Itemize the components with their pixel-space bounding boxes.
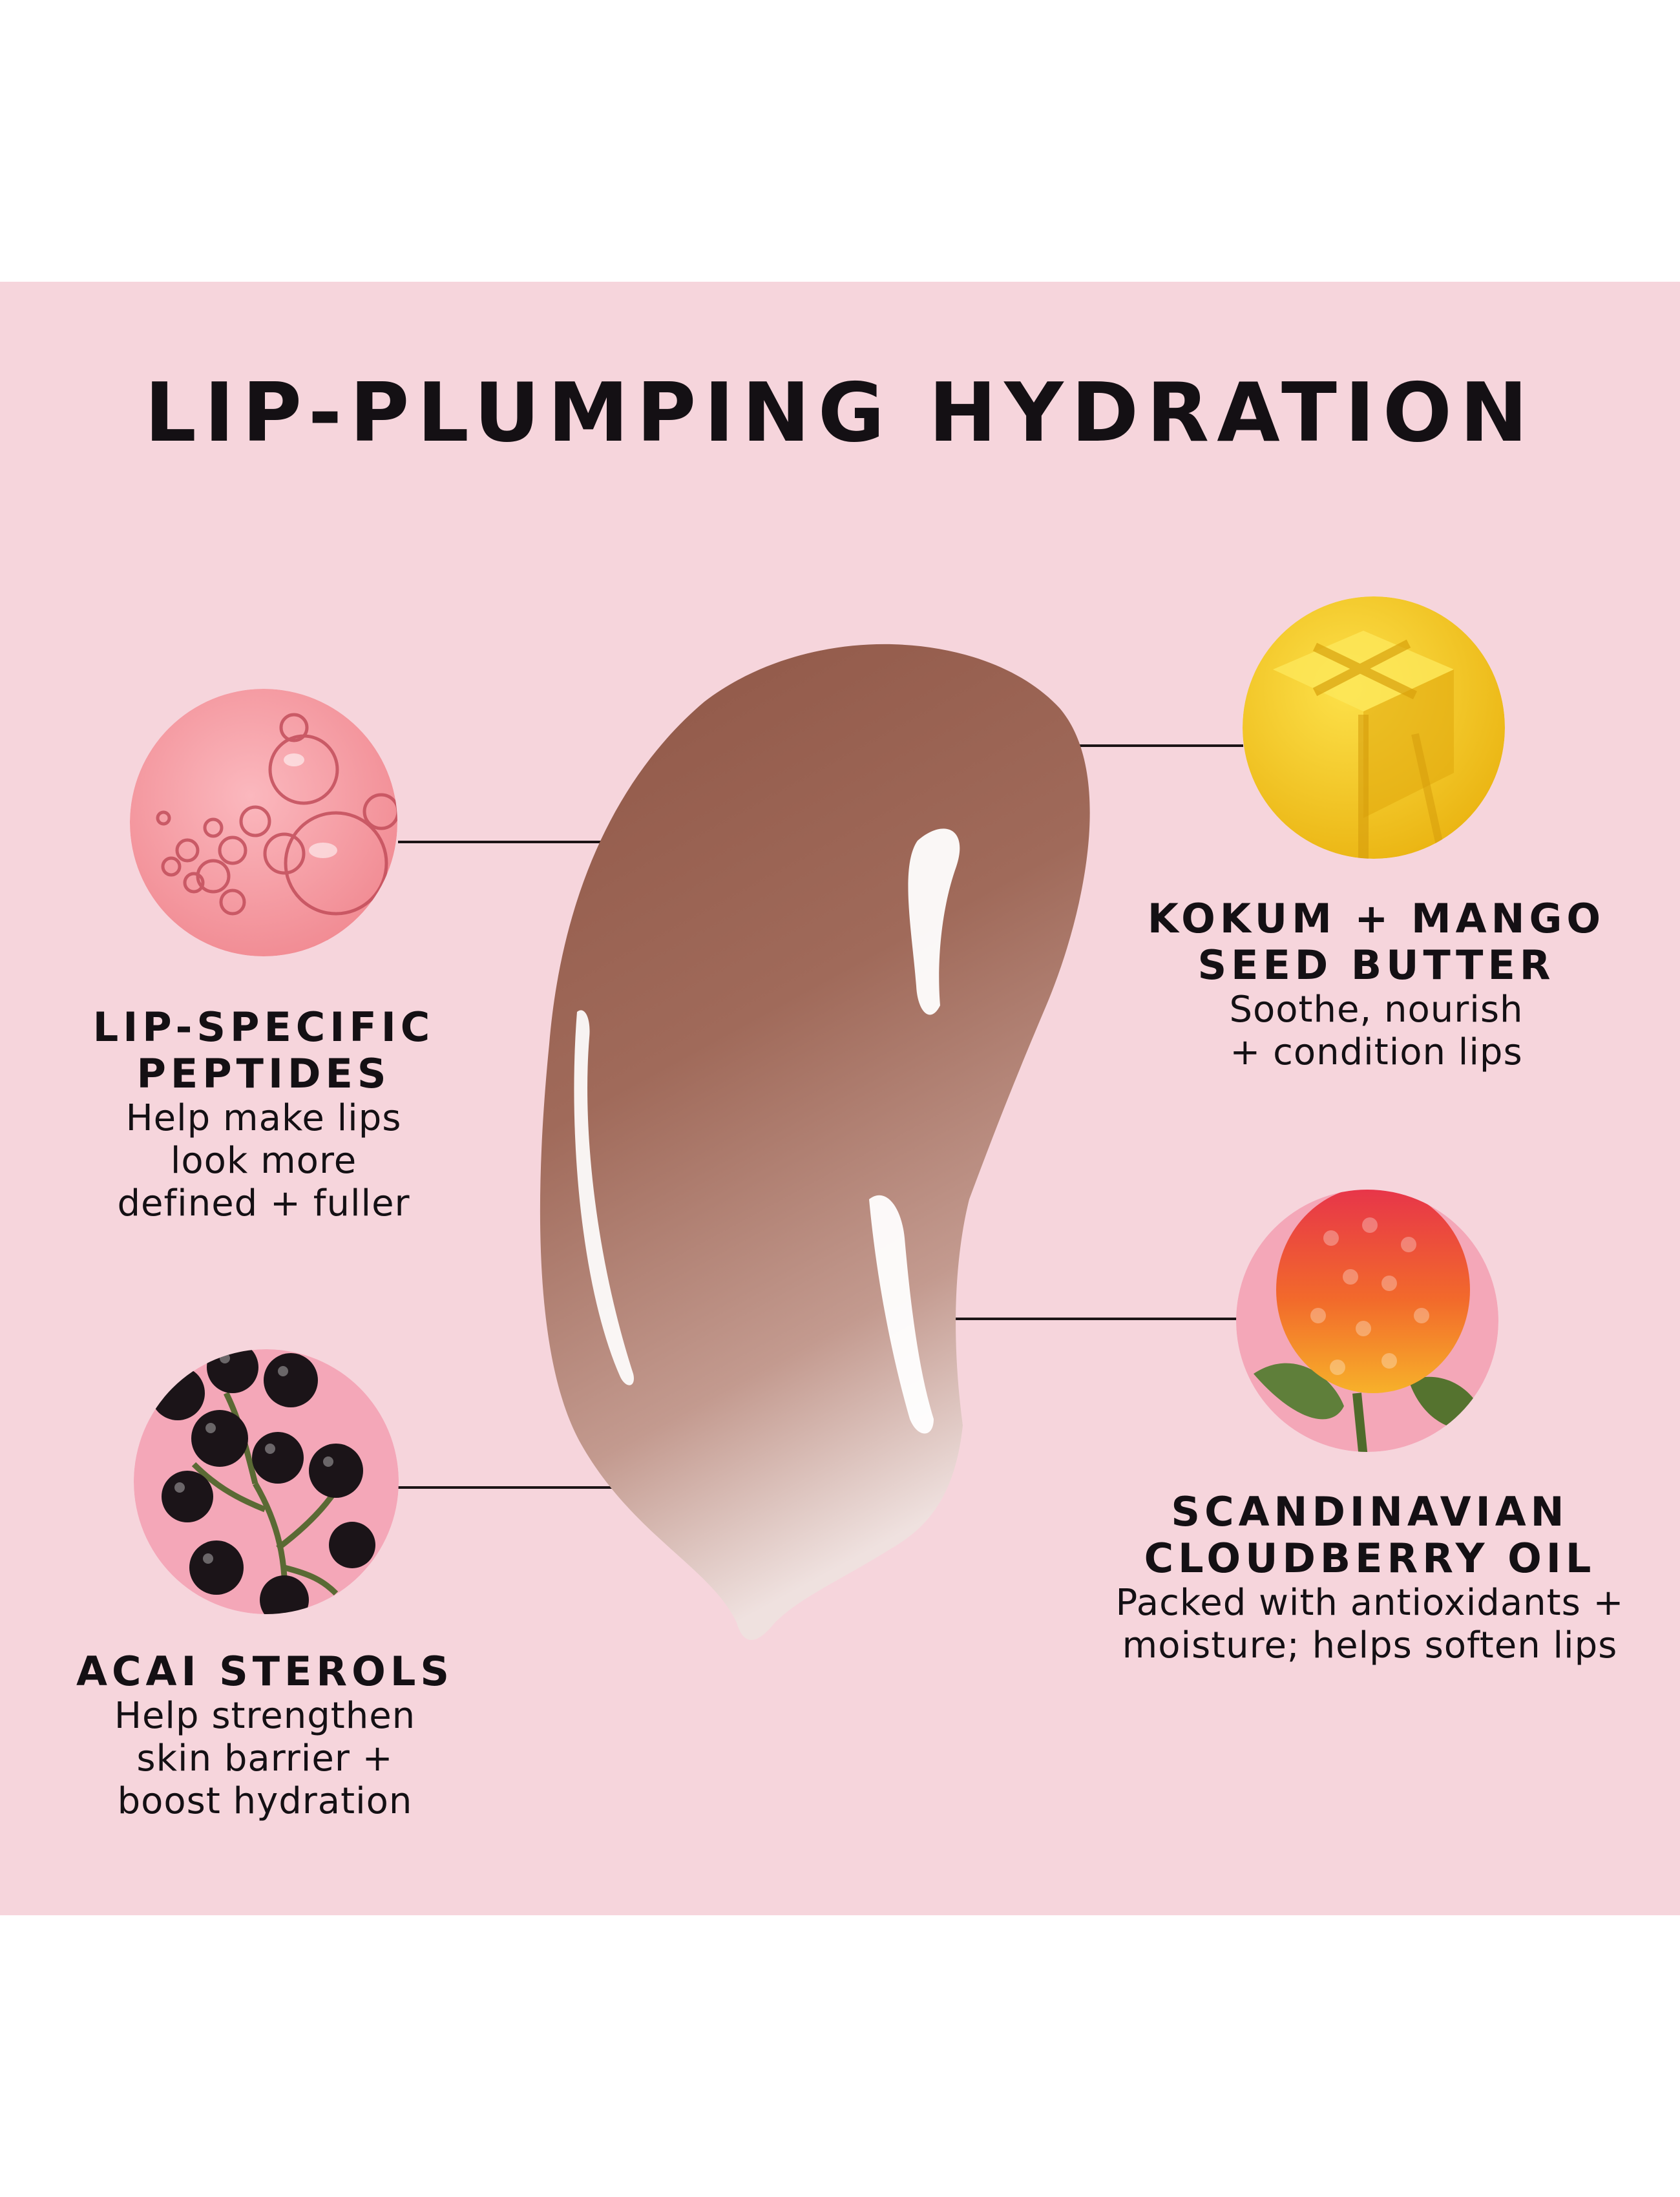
ingredient-description: Help make lips look more defined + fulle…	[117, 1097, 410, 1225]
ingredient-description: Help strengthen skin barrier + boost hyd…	[114, 1695, 416, 1822]
ingredient-name: SCANDINAVIAN CLOUDBERRY OIL	[1144, 1488, 1596, 1582]
ingredient-name: KOKUM + MANGO SEED BUTTER	[1147, 895, 1606, 989]
ingredient-peptides: LIP-SPECIFIC PEPTIDES Help make lips loo…	[70, 1004, 457, 1225]
ingredients-panel: LIP-PLUMPING HYDRATION	[0, 282, 1680, 1915]
ingredient-name: LIP-SPECIFIC PEPTIDES	[92, 1004, 435, 1097]
ingredient-description: Soothe, nourish + condition lips	[1229, 989, 1524, 1073]
gloss-swatch	[540, 644, 1090, 1640]
ingredient-kokum-mango: KOKUM + MANGO SEED BUTTER Soothe, nouris…	[1118, 896, 1635, 1074]
ingredient-cloudberry: SCANDINAVIAN CLOUDBERRY OIL Packed with …	[1060, 1489, 1680, 1667]
oil-bubbles-icon	[130, 689, 397, 956]
illustration	[130, 596, 1505, 1640]
butter-cube-icon	[1243, 596, 1505, 859]
ingredient-description: Packed with antioxidants + moisture; hel…	[1115, 1582, 1624, 1666]
page-title: LIP-PLUMPING HYDRATION	[144, 365, 1536, 460]
cloudberry-icon	[1236, 1190, 1498, 1452]
acai-berries-icon	[134, 1349, 399, 1614]
ingredient-name: ACAI STEROLS	[76, 1648, 454, 1695]
ingredient-acai: ACAI STEROLS Help strengthen skin barrie…	[52, 1648, 478, 1823]
